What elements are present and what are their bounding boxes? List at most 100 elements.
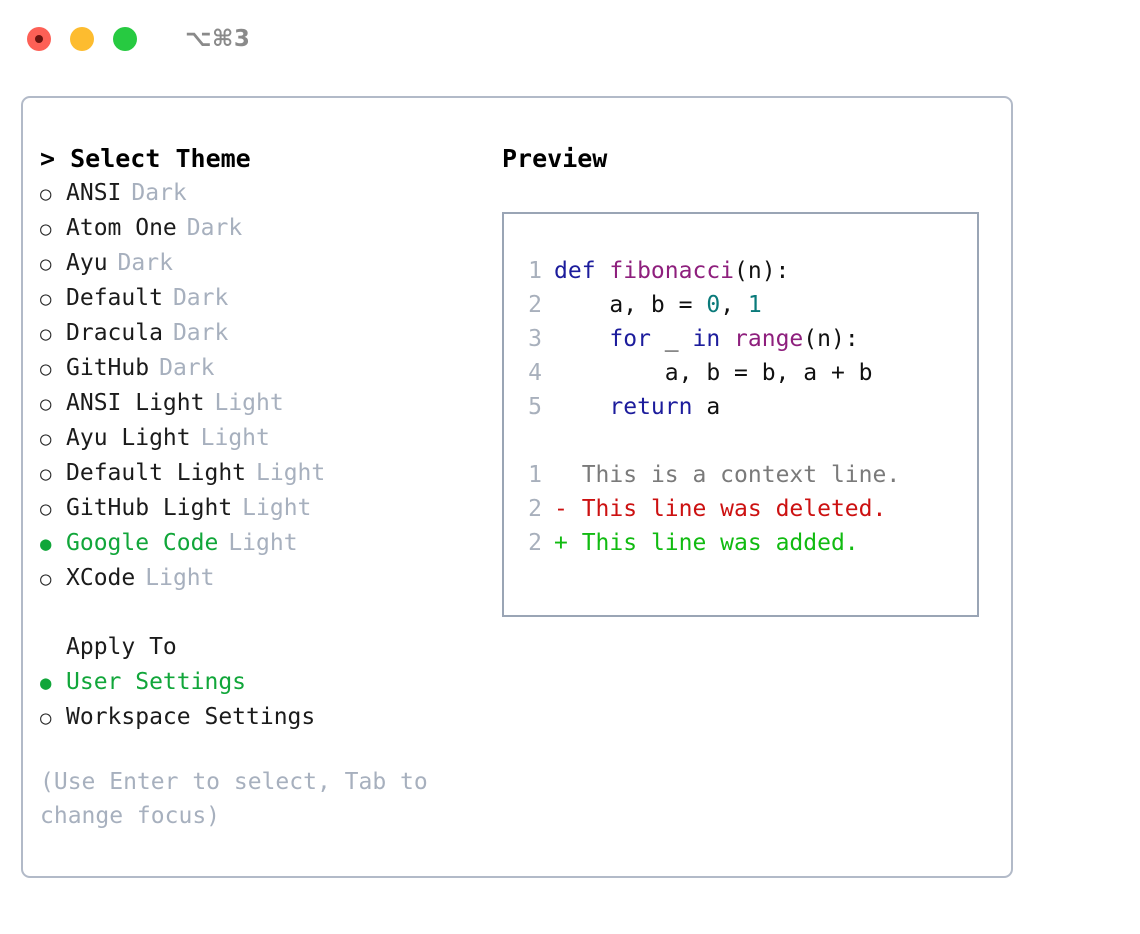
theme-option-label: GitHub — [66, 355, 150, 381]
preview-title: Preview — [502, 144, 608, 173]
theme-variant-tag: Dark — [172, 285, 229, 311]
theme-option-ayu-light[interactable]: ○ Ayu Light Light — [40, 421, 487, 456]
theme-variant-tag: Dark — [117, 250, 173, 276]
radio-unselected-icon[interactable]: ○ — [40, 288, 52, 310]
diff-line-del: 2- This line was deleted. — [504, 492, 977, 526]
theme-option-atom-one[interactable]: ○ Atom One Dark — [40, 211, 487, 246]
title-bar: ⌥⌘3 — [0, 0, 1140, 78]
list-spacer — [40, 596, 487, 630]
radio-unselected-icon[interactable]: ○ — [40, 218, 52, 240]
theme-option-label: GitHub Light — [66, 495, 233, 521]
theme-variant-tag: Light — [228, 530, 298, 556]
code-token-kw: def — [554, 258, 610, 284]
radio-unselected-icon[interactable]: ○ — [40, 183, 52, 205]
theme-variant-tag: Light — [145, 565, 215, 591]
diff-line-ctx: 1 This is a context line. — [504, 458, 977, 492]
theme-variant-tag: Light — [200, 425, 270, 451]
theme-variant-tag: Light — [242, 495, 312, 521]
code-line: 5 return a — [504, 390, 977, 424]
code-token-plain: a, b = — [554, 292, 707, 318]
theme-option-github[interactable]: ○ GitHub Dark — [40, 351, 487, 386]
code-token-fn: fibonacci — [609, 258, 735, 284]
radio-unselected-icon[interactable]: ○ — [40, 358, 52, 380]
theme-variant-tag: Dark — [131, 180, 187, 206]
keyboard-hint-text: (Use Enter to select, Tab to change focu… — [40, 769, 428, 829]
code-token-plain: a — [692, 394, 721, 420]
apply-to-list[interactable]: ● User Settings ○ Workspace Settings — [40, 665, 487, 735]
radio-selected-icon[interactable]: ● — [40, 533, 52, 555]
code-token-kw: in — [692, 326, 721, 352]
code-token-plain — [554, 326, 609, 352]
line-number: 2 — [528, 496, 542, 522]
diff-sign: + — [554, 530, 568, 556]
code-token-kw: return — [609, 394, 693, 420]
theme-variant-tag: Dark — [159, 355, 215, 381]
radio-unselected-icon[interactable]: ○ — [40, 253, 52, 275]
code-line: 3 for _ in range(n): — [504, 322, 977, 356]
code-diff-spacer — [504, 424, 977, 458]
code-token-plain: , — [720, 292, 748, 318]
code-token-plain — [720, 326, 734, 352]
apply-to-option-user-settings[interactable]: ● User Settings — [40, 665, 487, 700]
radio-unselected-icon[interactable]: ○ — [40, 323, 52, 345]
code-token-plain: (n): — [803, 326, 859, 352]
apply-to-header-label: Apply To — [66, 634, 177, 660]
code-token-plain — [554, 394, 609, 420]
theme-option-label: Atom One — [66, 215, 177, 241]
diff-text: This line was deleted. — [567, 496, 887, 522]
code-line: 4 a, b = b, a + b — [504, 356, 977, 390]
apply-to-header-marker: ○ — [40, 631, 66, 665]
radio-unselected-icon[interactable]: ○ — [40, 707, 52, 729]
theme-option-ayu[interactable]: ○ Ayu Dark — [40, 246, 487, 281]
shortcut-hint-label: ⌥⌘3 — [185, 26, 251, 52]
line-number: 4 — [528, 360, 542, 386]
radio-unselected-icon[interactable]: ○ — [40, 428, 52, 450]
diff-text: This line was added. — [567, 530, 859, 556]
radio-unselected-icon[interactable]: ○ — [40, 463, 52, 485]
diff-sign: - — [554, 496, 568, 522]
theme-option-default[interactable]: ○ Default Dark — [40, 281, 487, 316]
theme-option-label: Ayu — [66, 250, 108, 276]
code-line: 2 a, b = 0, 1 — [504, 288, 977, 322]
radio-unselected-icon[interactable]: ○ — [40, 498, 52, 520]
theme-option-github-light[interactable]: ○ GitHub Light Light — [40, 491, 487, 526]
close-button[interactable] — [27, 27, 51, 51]
apply-to-option-label: Workspace Settings — [66, 704, 316, 730]
zoom-button[interactable] — [113, 27, 137, 51]
apply-to-header-row: ○ Apply To — [40, 630, 487, 665]
theme-option-label: Ayu Light — [66, 425, 191, 451]
radio-unselected-icon[interactable]: ○ — [40, 568, 52, 590]
select-theme-header: > Select Theme — [40, 144, 251, 173]
diff-line-add: 2 + This line was added. — [504, 526, 977, 560]
line-number: 2 — [528, 530, 542, 556]
radio-unselected-icon[interactable]: ○ — [40, 393, 52, 415]
theme-option-label: Default Light — [66, 460, 247, 486]
theme-option-label: ANSI Light — [66, 390, 205, 416]
diff-sign — [554, 462, 568, 488]
theme-variant-tag: Dark — [172, 320, 229, 346]
diff-sample: 1 This is a context line.2- This line wa… — [504, 458, 977, 560]
apply-to-option-workspace-settings[interactable]: ○ Workspace Settings — [40, 700, 487, 735]
minimize-button[interactable] — [70, 27, 94, 51]
theme-option-label: Default — [66, 285, 163, 311]
code-token-plain: _ — [650, 326, 693, 352]
apply-to-option-label: User Settings — [66, 669, 247, 695]
radio-selected-icon[interactable]: ● — [40, 672, 52, 694]
code-token-num: 0 — [706, 292, 721, 318]
code-token-kw: for — [609, 326, 651, 352]
code-token-num: 1 — [747, 292, 762, 318]
line-number: 2 — [528, 292, 542, 318]
line-number: 5 — [528, 394, 542, 420]
line-number: 3 — [528, 326, 542, 352]
theme-variant-tag: Dark — [186, 215, 243, 241]
